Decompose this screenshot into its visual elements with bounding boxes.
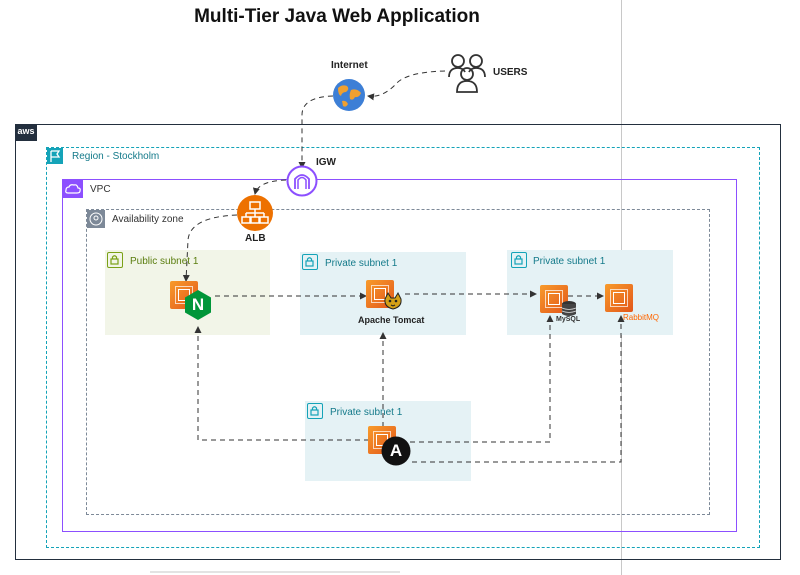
- vpc-boundary: [62, 179, 737, 532]
- lock-icon: [302, 254, 318, 270]
- region-label: Region - Stockholm: [72, 151, 160, 162]
- lock-icon: [307, 403, 323, 419]
- ansible-icon: A: [381, 436, 411, 466]
- lock-icon: [107, 252, 123, 268]
- rabbitmq-label: RabbitMQ: [623, 313, 660, 322]
- private-subnet-mgmt-label: Private subnet 1: [330, 407, 403, 418]
- scroll-indicator: [150, 571, 400, 573]
- aws-cloud-boundary: [15, 124, 781, 560]
- private-subnet-data: Private subnet 1: [507, 250, 673, 335]
- ansible-letter: A: [389, 441, 403, 460]
- vpc-cloud-icon: [63, 180, 83, 198]
- internet-gateway-icon: [286, 165, 318, 197]
- aws-logo-text: aws: [17, 126, 35, 136]
- rabbitmq-ec2-instance-icon: [605, 284, 633, 312]
- region-flag-icon: [47, 148, 63, 164]
- public-subnet-label: Public subnet 1: [130, 256, 199, 267]
- private-subnet-data-label: Private subnet 1: [533, 256, 606, 267]
- availability-zone-boundary: [86, 209, 710, 515]
- nginx-icon: N: [183, 289, 213, 321]
- location-pin-icon: [87, 210, 105, 228]
- tomcat-icon: [382, 290, 404, 312]
- mysql-label: MySQL: [556, 316, 581, 323]
- tomcat-label: Apache Tomcat: [358, 315, 425, 325]
- globe-icon: [332, 78, 366, 112]
- database-icon: [561, 300, 577, 318]
- alb-label: ALB: [245, 233, 266, 244]
- aws-logo: aws: [15, 124, 37, 141]
- igw-label: IGW: [316, 157, 336, 168]
- lock-icon: [511, 252, 527, 268]
- private-subnet-app-label: Private subnet 1: [325, 258, 398, 269]
- nginx-letter: N: [191, 295, 205, 314]
- load-balancer-icon: [236, 194, 274, 232]
- region-boundary: [46, 147, 760, 548]
- internet-label: Internet: [331, 60, 368, 71]
- vpc-label: VPC: [90, 184, 111, 195]
- availability-zone-label: Availability zone: [112, 214, 184, 225]
- users-icon: [447, 52, 487, 94]
- diagram-title: Multi-Tier Java Web Application: [194, 6, 480, 27]
- users-label: USERS: [493, 67, 528, 78]
- users-to-internet-arrow: [367, 70, 446, 101]
